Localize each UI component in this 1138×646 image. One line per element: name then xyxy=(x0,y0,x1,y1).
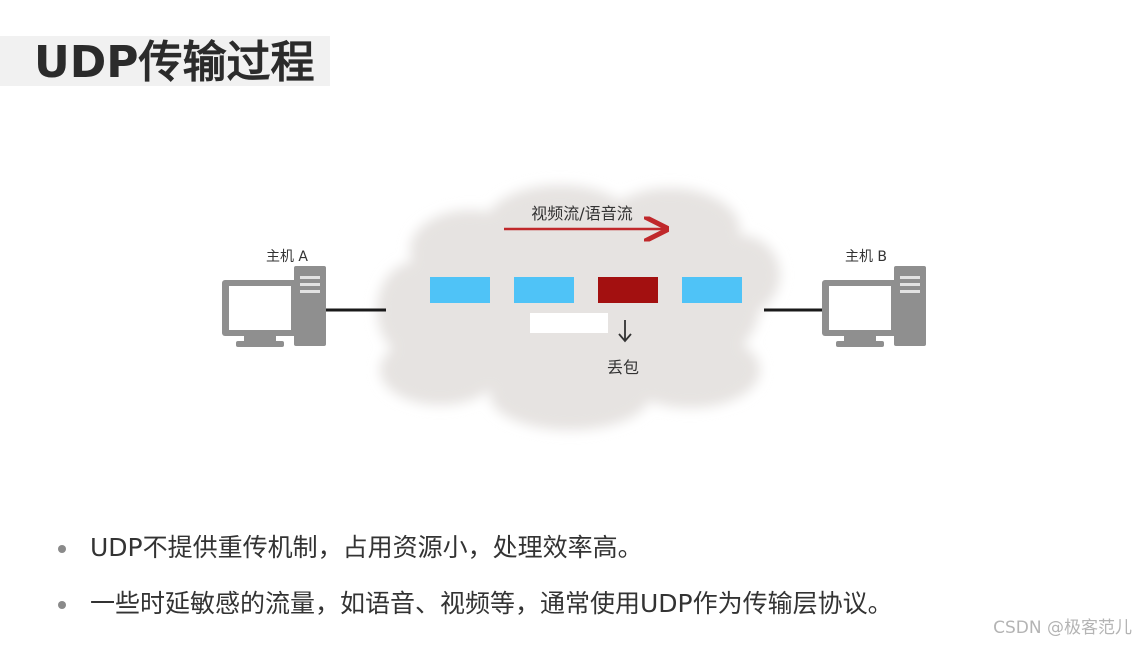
loss-label: 丢包 xyxy=(607,358,639,377)
bullet-text: UDP不提供重传机制，占用资源小，处理效率高。 xyxy=(90,533,643,562)
computer-icon xyxy=(222,266,326,347)
host-a-label: 主机 A xyxy=(266,249,308,265)
host-b-label: 主机 B xyxy=(845,249,887,265)
down-arrow-icon xyxy=(618,320,632,343)
computer-icon xyxy=(822,266,926,347)
udp-diagram: 视频流/语音流 丢包 主机 A 主机 B xyxy=(222,185,926,430)
stream-label: 视频流/语音流 xyxy=(531,204,632,223)
lost-packet xyxy=(598,277,658,303)
bullet-list: UDP不提供重传机制，占用资源小，处理效率高。 一些时延敏感的流量，如语音、视频… xyxy=(58,532,893,644)
packet xyxy=(682,277,742,303)
bullet-dot-icon xyxy=(58,601,66,609)
bullet-item: 一些时延敏感的流量，如语音、视频等，通常使用UDP作为传输层协议。 xyxy=(58,588,893,620)
watermark: CSDN @极客范儿 xyxy=(993,618,1132,638)
title-background xyxy=(0,36,330,86)
packet-row xyxy=(430,277,742,303)
packet xyxy=(430,277,490,303)
page-title: UDP传输过程 xyxy=(34,37,315,88)
bullet-item: UDP不提供重传机制，占用资源小，处理效率高。 xyxy=(58,532,893,564)
bullet-dot-icon xyxy=(58,545,66,553)
bullet-text: 一些时延敏感的流量，如语音、视频等，通常使用UDP作为传输层协议。 xyxy=(90,589,893,618)
network-cloud xyxy=(377,185,780,430)
packet xyxy=(514,277,574,303)
gap-patch xyxy=(530,313,608,333)
